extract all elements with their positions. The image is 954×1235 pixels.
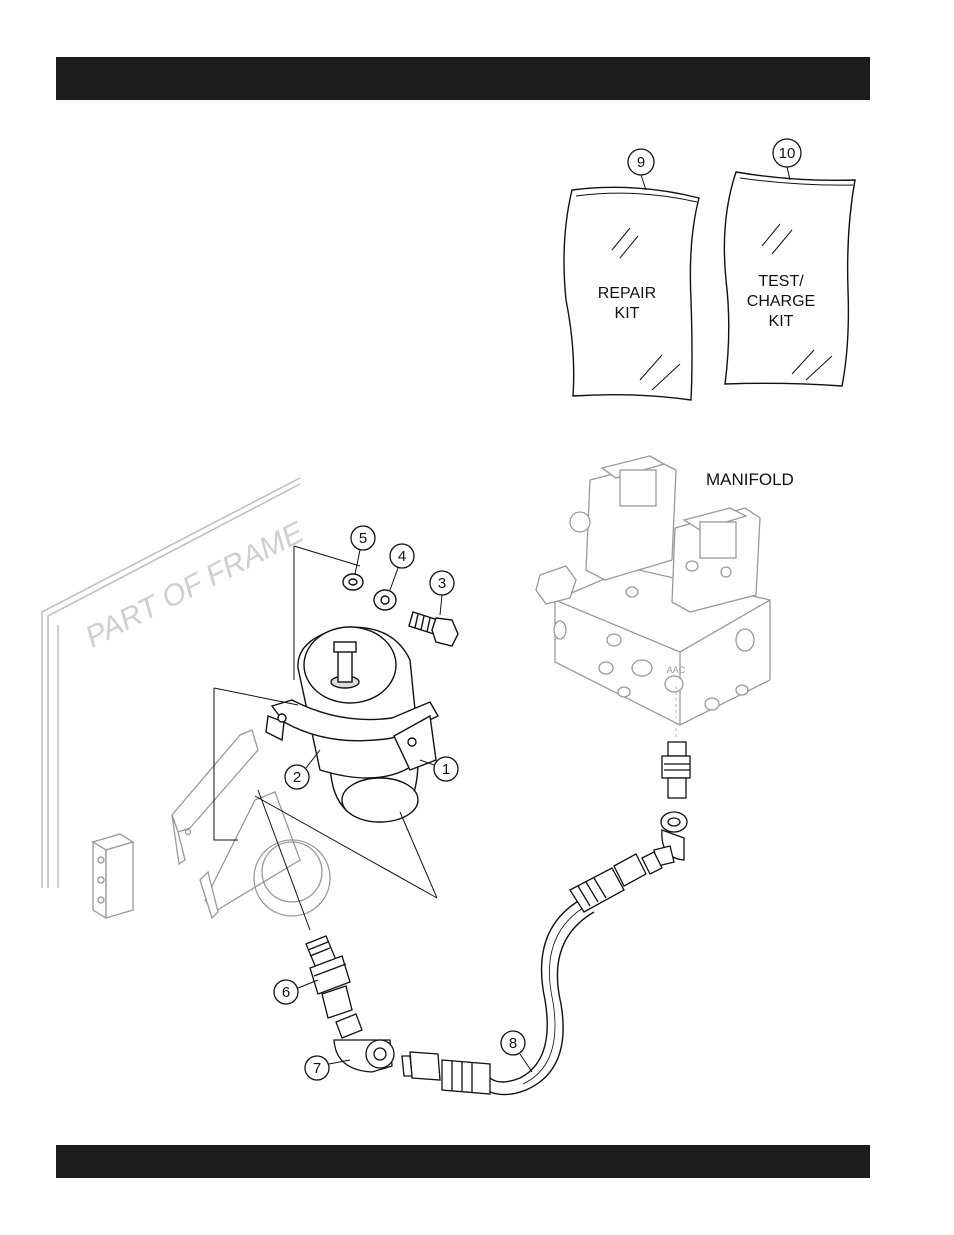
repair-kit-label-line1: REPAIR xyxy=(598,285,656,302)
elbow-fitting xyxy=(334,1014,394,1072)
test-kit-label-line2: CHARGE xyxy=(747,293,815,310)
svg-text:3: 3 xyxy=(438,575,446,592)
test-kit-label-line3: KIT xyxy=(769,313,794,330)
svg-text:2: 2 xyxy=(293,769,301,786)
bolt xyxy=(409,612,458,646)
callout-8: 8 xyxy=(501,1031,532,1072)
manifold-adapter-fitting xyxy=(662,742,690,798)
manifold-label: MANIFOLD xyxy=(706,470,794,489)
flat-washer xyxy=(374,590,396,610)
svg-text:5: 5 xyxy=(359,530,367,547)
svg-text:1: 1 xyxy=(442,761,450,778)
mounting-block xyxy=(93,834,133,918)
svg-text:4: 4 xyxy=(398,548,406,565)
callout-5: 5 xyxy=(351,526,375,574)
manifold-elbow-fitting xyxy=(654,812,687,866)
callout-3: 3 xyxy=(430,571,454,615)
hose-end-upper xyxy=(570,852,662,912)
hose-end-lower xyxy=(402,1052,490,1094)
svg-text:10: 10 xyxy=(779,145,796,162)
repair-kit-label-line2: KIT xyxy=(615,305,640,322)
manifold xyxy=(536,456,770,725)
callout-4: 4 xyxy=(390,544,414,590)
callout-10: 10 xyxy=(773,139,801,180)
aac-port-label: AAC xyxy=(667,665,686,675)
callout-9: 9 xyxy=(628,149,654,190)
test-kit-label-line1: TEST/ xyxy=(758,273,804,290)
part-of-frame-label: PART OF FRAME xyxy=(80,515,310,654)
svg-text:6: 6 xyxy=(282,984,290,1001)
mounting-bracket xyxy=(172,730,330,918)
callout-2: 2 xyxy=(285,750,320,789)
adapter-fitting xyxy=(306,936,352,1018)
svg-text:7: 7 xyxy=(313,1060,321,1077)
svg-text:9: 9 xyxy=(637,154,645,171)
lock-washer xyxy=(343,574,363,590)
hose xyxy=(490,900,594,1095)
svg-text:8: 8 xyxy=(509,1035,517,1052)
callout-6: 6 xyxy=(274,980,318,1004)
